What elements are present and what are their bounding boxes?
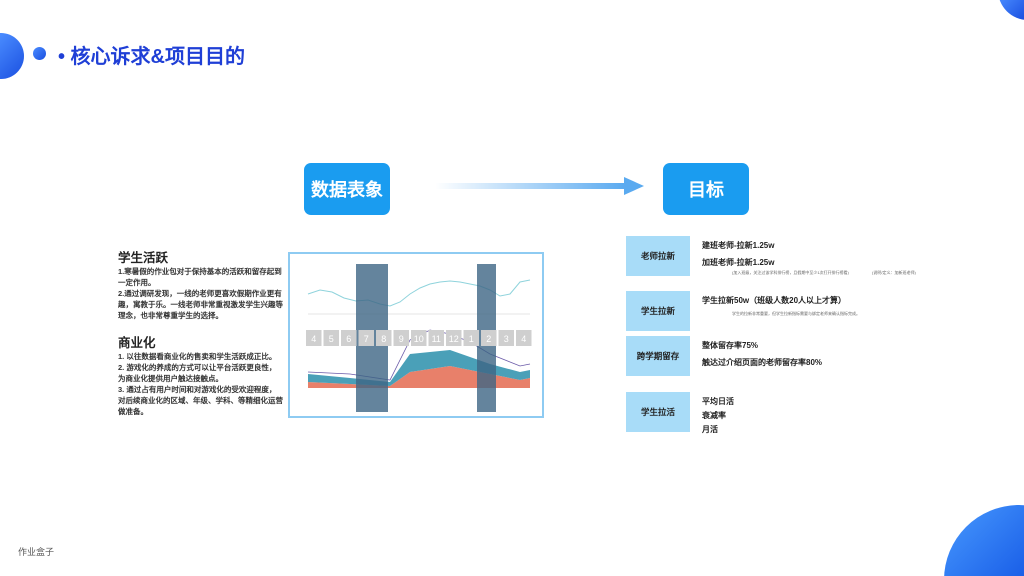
goal-tag: 老师拉新 xyxy=(626,236,690,276)
month-label: 2 xyxy=(486,334,491,344)
month-tile xyxy=(463,330,479,346)
month-tile xyxy=(358,330,374,346)
month-label: 8 xyxy=(381,334,386,344)
goal-note: (说明/定义：加新班老师) xyxy=(872,270,916,275)
month-label: 10 xyxy=(414,334,424,344)
month-label: 6 xyxy=(346,334,351,344)
paragraph: 3. 通过占有用户时间和对游戏化的受欢迎程度，对后续商业化的区域、年级、学科、等… xyxy=(118,385,283,416)
stacked-area-teal xyxy=(308,350,530,386)
goal-box: 目标 xyxy=(663,163,749,215)
section-heading: 商业化 xyxy=(118,336,156,350)
month-tile xyxy=(446,330,462,346)
goal-item: 学生拉新50w（班级人数20人以上才算） xyxy=(702,296,847,305)
month-label: 12 xyxy=(449,334,459,344)
bullet-dot xyxy=(33,47,46,60)
goal-tag: 跨学期留存 xyxy=(626,336,690,376)
month-label: 3 xyxy=(504,334,509,344)
goal-tag: 学生拉活 xyxy=(626,392,690,432)
section-heading: 学生活跃 xyxy=(118,251,169,265)
goal-item: 触达过介绍页面的老师留存率80% xyxy=(702,358,823,367)
month-tile xyxy=(306,330,322,346)
goal-item: 平均日活 xyxy=(702,397,734,406)
paragraph: 1.寒暑假的作业包对于保持基本的活跃和留存起到一定作用。 xyxy=(118,267,282,287)
daily-active-line xyxy=(307,279,531,307)
month-label: 4 xyxy=(521,334,526,344)
month-tile xyxy=(498,330,514,346)
month-label: 11 xyxy=(432,334,441,344)
goal-item: 月活 xyxy=(702,425,718,434)
month-tile xyxy=(323,330,339,346)
data-phenomenon-box: 数据表象 xyxy=(304,163,390,215)
month-tile xyxy=(393,330,409,346)
goal-item: 建班老师-拉新1.25w xyxy=(702,241,775,250)
paragraph: 2. 游戏化的养成的方式可以让平台活跃更良性，为商业化提供用户触达接触点。 xyxy=(118,363,277,383)
paragraph: 2.通过调研发现，一线的老师更喜欢假期作业更有趣，寓教于乐。一线老师非常重视激发… xyxy=(118,289,283,320)
month-tile xyxy=(341,330,357,346)
paragraph: 1. 以往数据看商业化的售卖和学生活跃成正比。 xyxy=(118,352,277,361)
decor-circle xyxy=(0,33,24,79)
arrow-line xyxy=(435,183,625,189)
month-label: 9 xyxy=(399,334,404,344)
stacked-area-orange xyxy=(308,366,530,388)
goal-note: (加入班级，关注过该学科排行榜，且假期中至少1次打开排行榜看) xyxy=(732,270,849,275)
month-label: 1 xyxy=(469,334,474,344)
decor-circle xyxy=(998,0,1024,20)
arrow-right-icon xyxy=(624,177,644,195)
footer-brand: 作业盒子 xyxy=(18,547,55,557)
goal-item: 衰减率 xyxy=(702,411,726,420)
goal-tag: 学生拉新 xyxy=(626,291,690,331)
month-tile xyxy=(411,330,427,346)
decor-circle xyxy=(944,505,1024,576)
month-label: 5 xyxy=(329,334,334,344)
month-tile xyxy=(376,330,392,346)
goal-item: 加班老师-拉新1.25w xyxy=(702,258,775,267)
student-active-section: 学生活跃 1.寒暑假的作业包对于保持基本的活跃和留存起到一定作用。 2.通过调研… xyxy=(118,251,283,321)
goal-note: 学生的拉新非常重要，但学生拉新指标需要与绑定老师来确认指标完成。 xyxy=(732,311,860,316)
month-tile xyxy=(516,330,532,346)
month-tile xyxy=(481,330,497,346)
page-title: • 核心诉求&项目目的 xyxy=(58,46,246,68)
month-label: 7 xyxy=(364,334,369,344)
commercial-section: 商业化 1. 以往数据看商业化的售卖和学生活跃成正比。 2. 游戏化的养成的方式… xyxy=(118,336,283,417)
goal-item: 整体留存率75% xyxy=(702,341,759,350)
month-tile xyxy=(428,330,444,346)
month-label: 4 xyxy=(311,334,316,344)
